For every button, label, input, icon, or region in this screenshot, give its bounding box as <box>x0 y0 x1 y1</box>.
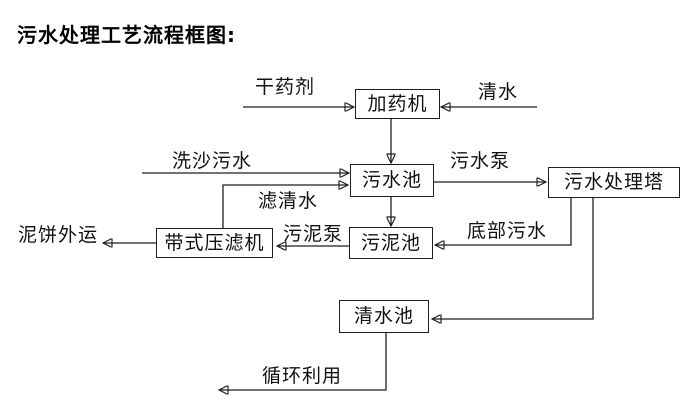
node-belt-filter-press-label: 带式压滤机 <box>164 231 265 254</box>
node-dosing-machine-label: 加药机 <box>367 92 428 115</box>
node-belt-filter-press: 带式压滤机 <box>156 228 273 258</box>
edge-label-sand-washing-sewage: 洗沙污水 <box>172 150 253 172</box>
edge-label-dry-chemical: 干药剂 <box>255 76 316 98</box>
node-clean-water-pool-label: 清水池 <box>353 305 414 327</box>
edge-label-filtered-water: 滤清水 <box>258 190 319 212</box>
arrow-recycle <box>219 333 387 390</box>
arrow-filtered-water <box>222 185 348 228</box>
node-sewage-treatment-tower-label: 污水处理塔 <box>563 171 664 193</box>
edge-label-clean-water: 清水 <box>478 81 519 103</box>
node-clean-water-pool: 清水池 <box>339 300 429 333</box>
edge-label-sewage-pump: 污水泵 <box>450 150 511 172</box>
arrow-bottom-sewage <box>435 198 572 245</box>
edge-label-sludge-pump: 污泥泵 <box>283 223 344 245</box>
node-sewage-pool: 污水池 <box>350 164 434 197</box>
node-sewage-treatment-tower: 污水处理塔 <box>548 167 680 198</box>
node-sludge-pool-label: 污泥池 <box>360 231 421 254</box>
node-sludge-pool: 污泥池 <box>349 227 433 259</box>
page-title: 污水处理工艺流程框图: <box>17 23 236 47</box>
edge-label-bottom-sewage: 底部污水 <box>467 220 548 242</box>
edge-label-recycle: 循环利用 <box>262 365 343 387</box>
edge-label-mud-cake-out: 泥饼外运 <box>18 224 99 246</box>
arrow-tower-to-clean-water-pool <box>432 198 594 319</box>
node-dosing-machine: 加药机 <box>355 89 440 119</box>
node-sewage-pool-label: 污水池 <box>361 169 422 191</box>
